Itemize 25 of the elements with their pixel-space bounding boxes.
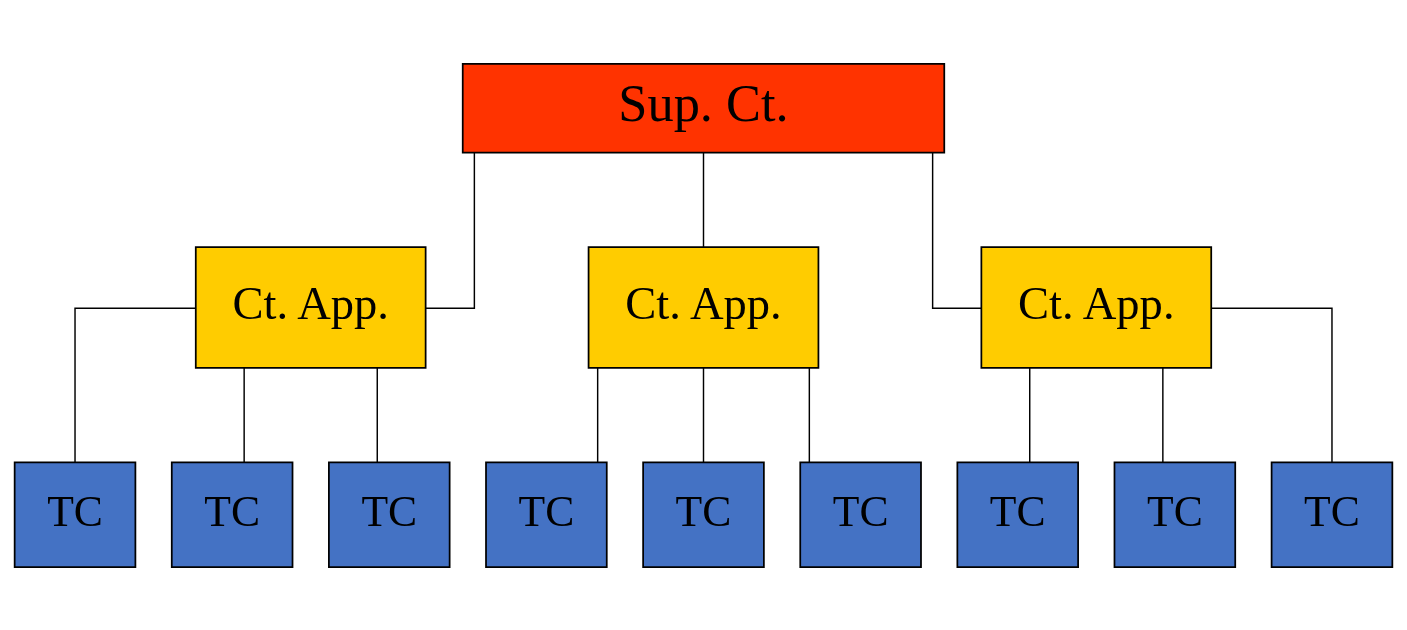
node-box: TC — [485, 461, 608, 568]
node-box: TC — [799, 461, 922, 568]
connector — [376, 366, 378, 463]
node-box: TC — [642, 461, 765, 568]
connector — [1029, 366, 1031, 463]
connector — [1162, 366, 1164, 463]
connector — [808, 366, 811, 463]
node-box: TC — [1113, 461, 1237, 568]
node-box: TC — [13, 461, 137, 568]
node-box: Ct. App. — [587, 245, 820, 369]
connector — [243, 366, 245, 463]
node-box: TC — [1270, 461, 1394, 568]
connector — [931, 151, 982, 309]
connector — [1210, 307, 1333, 463]
connector — [702, 151, 705, 248]
node-box: Sup. Ct. — [461, 62, 946, 153]
node-box: TC — [956, 461, 1079, 568]
connector — [74, 307, 197, 463]
connector — [425, 151, 476, 309]
node-box: TC — [328, 461, 451, 568]
node-box: TC — [170, 461, 294, 568]
node-box: Ct. App. — [194, 245, 427, 369]
node-box: Ct. App. — [980, 245, 1213, 369]
connector — [596, 366, 599, 463]
connector — [702, 366, 705, 463]
